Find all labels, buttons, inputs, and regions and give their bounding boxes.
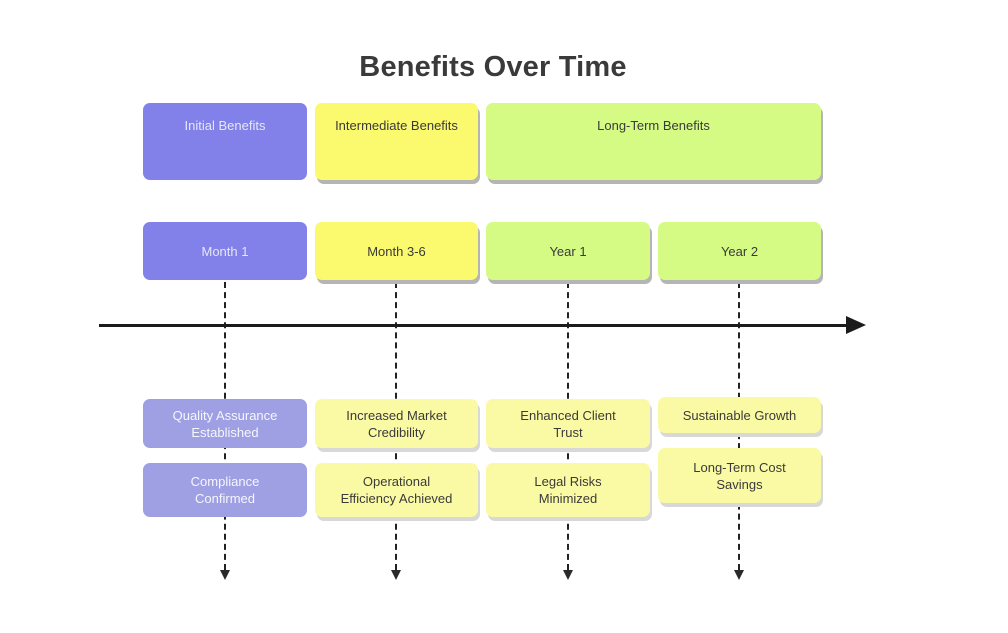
period-box-month-1: Month 1 bbox=[143, 222, 307, 280]
benefit-box-operational-efficiency: Operational Efficiency Achieved bbox=[315, 463, 478, 517]
benefit-box-cost-savings: Long-Term Cost Savings bbox=[658, 448, 821, 503]
down-arrow-icon bbox=[734, 570, 744, 580]
benefit-label: Enhanced Client Trust bbox=[520, 407, 616, 440]
period-box-year-1: Year 1 bbox=[486, 222, 650, 280]
phase-box-long-term-benefits: Long-Term Benefits bbox=[486, 103, 821, 180]
timeline-arrow-icon bbox=[846, 316, 866, 334]
benefit-label: Increased Market Credibility bbox=[346, 407, 447, 440]
benefit-label: Legal Risks Minimized bbox=[534, 474, 602, 506]
period-label: Year 1 bbox=[549, 243, 587, 259]
period-label: Year 2 bbox=[720, 243, 759, 259]
benefit-box-sustainable-growth: Sustainable Growth bbox=[658, 397, 821, 433]
down-arrow-icon bbox=[563, 570, 573, 580]
phase-box-intermediate-benefits: Intermediate Benefits bbox=[315, 103, 478, 180]
period-label: Month 3-6 bbox=[367, 243, 426, 259]
page-title: Benefits Over Time bbox=[359, 51, 627, 83]
period-box-month-3-6: Month 3-6 bbox=[315, 222, 478, 280]
down-arrow-icon bbox=[220, 570, 230, 580]
benefit-box-compliance-confirmed: Compliance Confirmed bbox=[143, 463, 307, 517]
benefit-label: Sustainable Growth bbox=[682, 407, 797, 423]
benefit-label: Compliance Confirmed bbox=[190, 474, 260, 506]
benefit-box-legal-risks: Legal Risks Minimized bbox=[486, 463, 650, 517]
phase-label: Initial Benefits bbox=[184, 118, 266, 133]
benefit-label: Operational Efficiency Achieved bbox=[340, 474, 453, 506]
phase-label: Intermediate Benefits bbox=[335, 118, 458, 133]
phase-label: Long-Term Benefits bbox=[597, 118, 710, 133]
benefit-box-client-trust: Enhanced Client Trust bbox=[486, 399, 650, 448]
phase-box-initial-benefits: Initial Benefits bbox=[143, 103, 307, 180]
benefit-label: Long-Term Cost Savings bbox=[693, 459, 786, 492]
timeline-axis-line bbox=[99, 324, 848, 327]
benefit-box-market-credibility: Increased Market Credibility bbox=[315, 399, 478, 448]
period-label: Month 1 bbox=[201, 243, 249, 259]
period-box-year-2: Year 2 bbox=[658, 222, 821, 280]
down-arrow-icon bbox=[391, 570, 401, 580]
benefit-label: Quality Assurance Established bbox=[172, 407, 278, 440]
benefit-box-quality-assurance: Quality Assurance Established bbox=[143, 399, 307, 448]
